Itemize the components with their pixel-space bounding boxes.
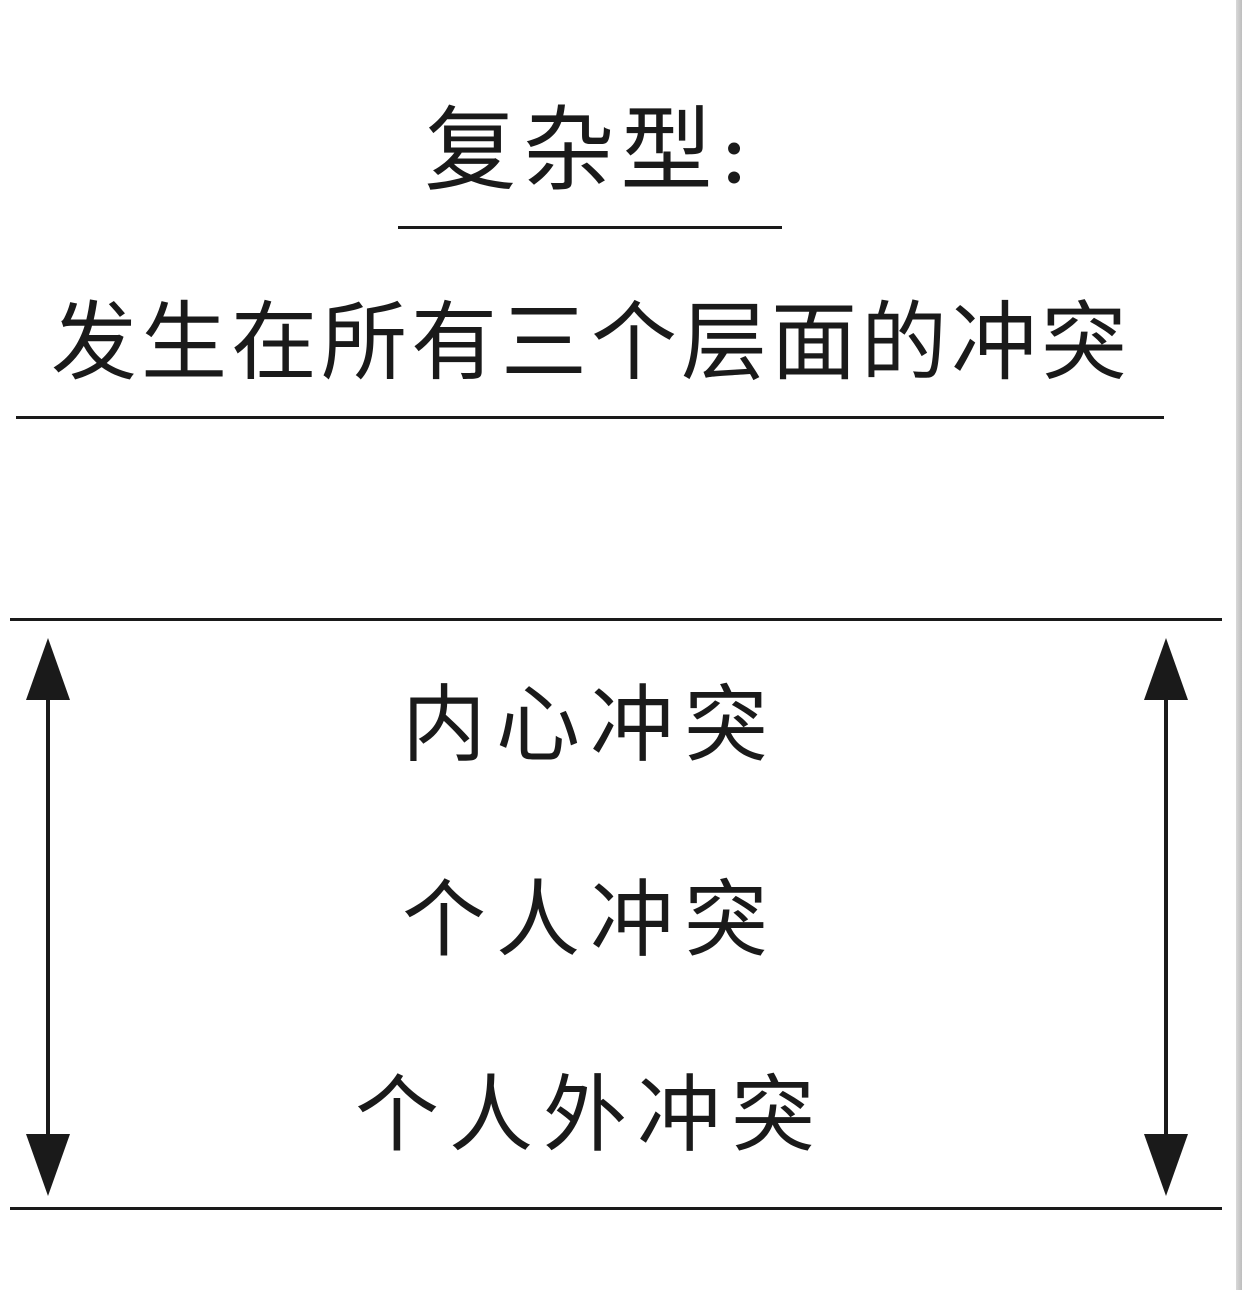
left-double-arrow-icon — [18, 630, 78, 1202]
level-extrapersonal: 个人外冲突 — [354, 1066, 825, 1164]
subheading-underline — [16, 416, 1164, 419]
diagram-heading: 复杂型: — [424, 97, 756, 204]
diagram-subheading: 发生在所有三个层面的冲突 — [51, 293, 1131, 393]
bottom-boundary-line — [10, 1207, 1222, 1210]
heading-underline — [398, 226, 782, 229]
page-edge-shadow — [1236, 0, 1242, 1290]
level-interpersonal: 个人冲突 — [401, 871, 778, 969]
conflict-level-list: 内心冲突 个人冲突 个人外冲突 — [120, 660, 1060, 1180]
right-double-arrow-icon — [1136, 630, 1196, 1202]
level-intrapersonal: 内心冲突 — [401, 676, 778, 774]
top-boundary-line — [10, 618, 1222, 621]
